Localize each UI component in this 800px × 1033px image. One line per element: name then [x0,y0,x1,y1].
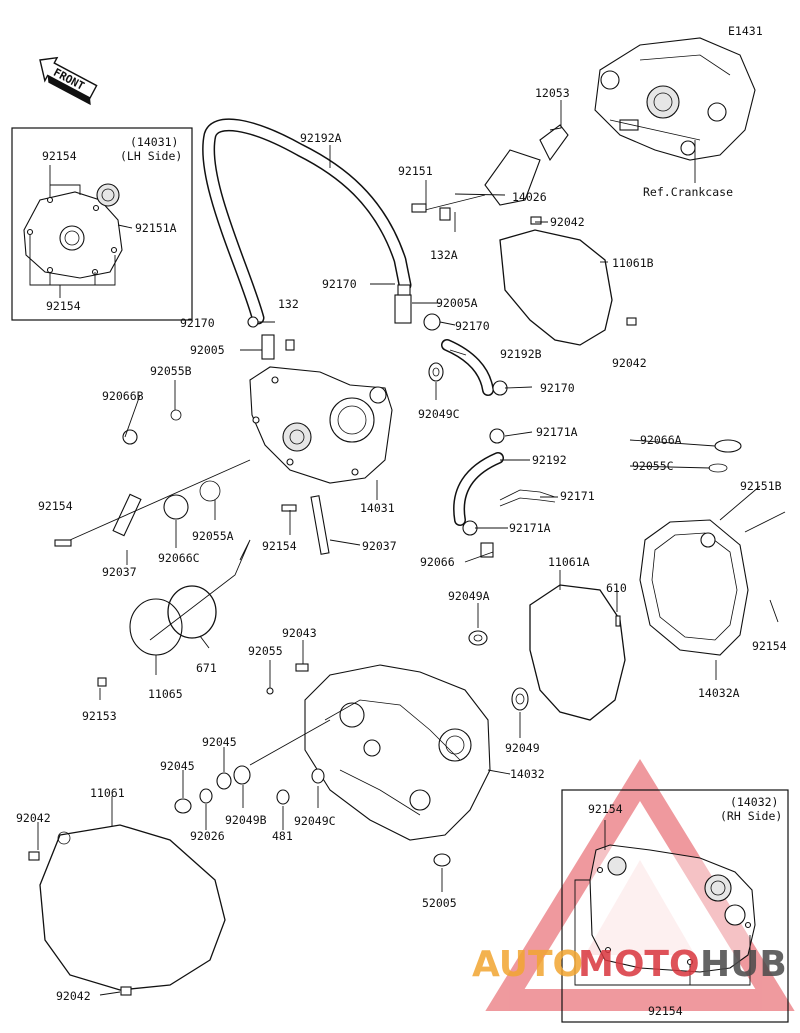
label-92192B: 92192B [500,347,542,361]
label-92192: 92192 [532,453,567,467]
label-92042-bl: 92042 [16,811,51,825]
rh-label-bottom: 92154 [648,1004,683,1018]
label-92066: 92066 [420,555,455,569]
label-92049B: 92049B [225,813,267,827]
label-92170-d: 92170 [540,381,575,395]
label-92066B: 92066B [102,389,144,403]
label-92151: 92151 [398,164,433,178]
label-92037-left: 92037 [102,565,137,579]
label-92026: 92026 [190,829,225,843]
label-92154-left: 92154 [38,499,73,513]
label-92005: 92005 [190,343,225,357]
lh-side-inset: (14031) (LH Side) 92154 92151A 92154 [11,127,193,321]
label-92042-mid: 92042 [612,356,647,370]
rh-cover-14032 [304,664,491,841]
label-92055C: 92055C [632,459,674,473]
label-671: 671 [196,661,217,675]
leader-lines [37,100,761,996]
label-92154-mid: 92154 [262,539,297,553]
lh-label-top: 92154 [42,149,77,163]
label-92170-c: 92170 [180,316,215,330]
watermark-text: AUTO MOTO HUB [472,944,787,985]
label-52005: 52005 [422,896,457,910]
label-92055A: 92055A [192,529,234,543]
rh-box-title: (14032) [730,795,778,809]
label-92171A-a: 92171A [536,425,578,439]
label-11061A: 11061A [548,555,590,569]
label-481: 481 [272,829,293,843]
label-92170-a: 92170 [322,277,357,291]
label-132: 132 [278,297,299,311]
label-92049C-bot: 92049C [294,814,336,828]
label-92037-right: 92037 [362,539,397,553]
watermark-part3: HUB [700,944,787,985]
label-14032A: 14032A [698,686,740,700]
label-92055B: 92055B [150,364,192,378]
label-14026: 14026 [512,190,547,204]
lh-box-subtitle: (LH Side) [120,149,182,163]
front-arrow: FRONT [39,56,98,106]
lh-cover-14031 [249,366,393,484]
label-92049: 92049 [505,741,540,755]
clutch-cover-14032A [639,519,749,656]
rh-box-subtitle: (RH Side) [720,809,782,823]
label-92045-a: 92045 [202,735,237,749]
label-92042-top: 92042 [550,215,585,229]
label-92005A: 92005A [436,296,478,310]
label-92153: 92153 [82,709,117,723]
label-132A: 132A [430,248,458,262]
lh-label-bottom: 92154 [46,299,81,313]
ref-crankcase-label: Ref.Crankcase [643,185,733,199]
label-92066A: 92066A [640,433,682,447]
diagram-code: E1431 [728,24,763,38]
part-labels: 12053 92192A 92151 14026 92042 132A 1106… [16,86,787,1003]
crankcase-reference: Ref.Crankcase [594,37,756,199]
label-11065: 11065 [148,687,183,701]
label-92171: 92171 [560,489,595,503]
label-11061: 11061 [90,786,125,800]
label-92045-b: 92045 [160,759,195,773]
label-92192A: 92192A [300,131,342,145]
label-12053: 12053 [535,86,570,100]
lh-label-right: 92151A [135,221,177,235]
watermark-part1: AUTO [472,944,583,985]
label-92049C-top: 92049C [418,407,460,421]
label-92170-b: 92170 [455,319,490,333]
label-92055: 92055 [248,644,283,658]
label-92171A-b: 92171A [509,521,551,535]
rh-label-top: 92154 [588,802,623,816]
label-92066C: 92066C [158,551,200,565]
rh-side-inset: (14032) (RH Side) 92154 92154 [561,789,789,1023]
label-92043: 92043 [282,626,317,640]
label-14032: 14032 [510,767,545,781]
label-610: 610 [606,581,627,595]
label-92151B: 92151B [740,479,782,493]
label-14031: 14031 [360,501,395,515]
label-11061B: 11061B [612,256,654,270]
lh-box-title: (14031) [130,135,178,149]
watermark-part2: MOTO [578,944,700,985]
label-92049A: 92049A [448,589,490,603]
label-92042-bot: 92042 [56,989,91,1003]
label-92154-rightside: 92154 [752,639,787,653]
